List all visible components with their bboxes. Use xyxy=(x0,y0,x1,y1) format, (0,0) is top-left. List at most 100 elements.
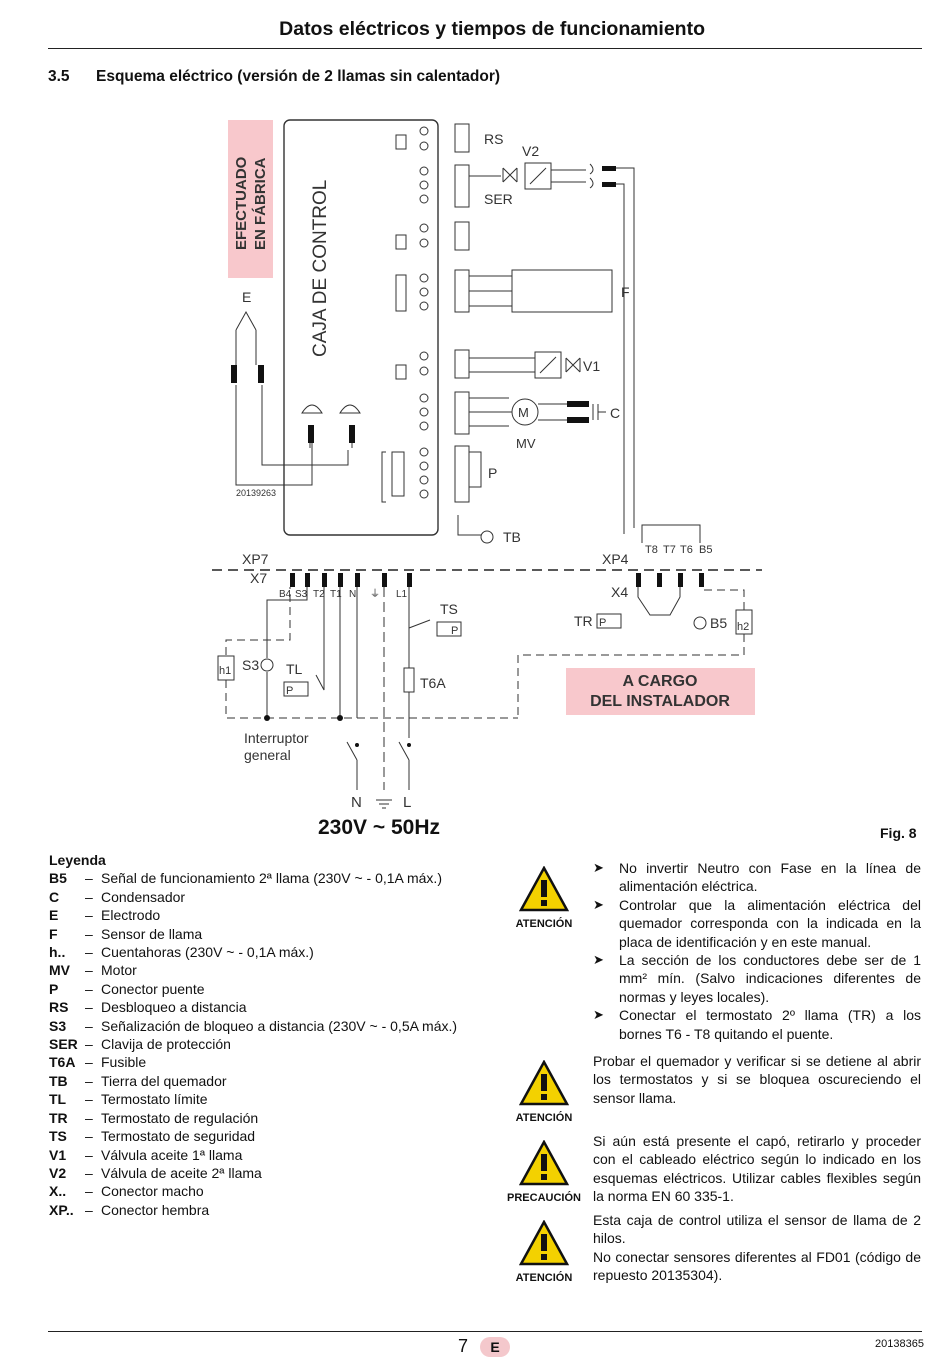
legend-item: XP..–Conector hembra xyxy=(49,1201,501,1219)
note-bullet: ➤ La sección de los conductores debe ser … xyxy=(593,951,921,1006)
legend-desc: Electrodo xyxy=(101,907,161,924)
page-number: 7 xyxy=(458,1336,469,1356)
legend-dash: – xyxy=(85,1164,93,1181)
legend-code: TB xyxy=(49,1072,68,1089)
arrow-bullet-icon: ➤ xyxy=(593,896,604,912)
legend-dash: – xyxy=(85,1109,93,1126)
legend-dash: – xyxy=(85,1183,93,1200)
label-E: E xyxy=(242,289,251,305)
language-badge: E xyxy=(480,1337,510,1357)
pin-S3: S3 xyxy=(295,589,308,600)
legend-code: C xyxy=(49,888,60,905)
legend-dash: – xyxy=(85,925,93,942)
label-B5: B5 xyxy=(710,615,727,631)
legend-item: E–Electrodo xyxy=(49,906,501,924)
note-text: Controlar que la alimentación eléctrica … xyxy=(619,896,921,950)
legend-code: F xyxy=(49,925,58,942)
legend-desc: Conector hembra xyxy=(101,1201,210,1218)
legend-item: RS–Desbloqueo a distancia xyxy=(49,998,501,1016)
legend-code: P xyxy=(49,980,59,997)
label-h2: h2 xyxy=(737,621,749,633)
supply-voltage: 230V ~ 50Hz xyxy=(318,816,440,839)
control-box xyxy=(283,119,439,536)
legend-dash: – xyxy=(85,1146,93,1163)
legend-dash: – xyxy=(85,999,93,1016)
note-text: La sección de los conductores debe ser d… xyxy=(619,952,921,1005)
label-h1: h1 xyxy=(219,665,231,677)
label-MV: MV xyxy=(516,436,536,451)
label-M: M xyxy=(518,405,529,420)
legend-desc: Condensador xyxy=(101,888,186,905)
legend-dash: – xyxy=(85,888,93,905)
note-text: No invertir Neutro con Fase en la línea … xyxy=(619,860,921,895)
installer-label-line1: A CARGO xyxy=(623,673,698,690)
legend-item: B5–Señal de funcionamiento 2ª llama (230… xyxy=(49,869,501,887)
legend-dash: – xyxy=(85,962,93,979)
legend-desc: Fusible xyxy=(101,1054,147,1071)
legend-desc: Señalización de bloqueo a distancia (230… xyxy=(101,1017,458,1034)
label-V1: V1 xyxy=(583,358,600,374)
factory-label-line1: EFECTUADO xyxy=(233,156,250,250)
note-test-paragraph: Probar el quemador y verificar si se det… xyxy=(593,1053,921,1106)
label-XP7: XP7 xyxy=(242,551,269,567)
warning-label: ATENCIÓN xyxy=(515,1112,573,1124)
legend-desc: Conector macho xyxy=(101,1183,204,1200)
note-sensor-paragraph: Esta caja de control utiliza el sensor d… xyxy=(593,1211,921,1285)
legend-item: TR–Termostato de regulación xyxy=(49,1109,501,1127)
pin-B5: B5 xyxy=(699,544,712,556)
legend-desc: Motor xyxy=(101,962,137,979)
label-X4: X4 xyxy=(611,584,628,600)
note-bullet: ➤Conectar el termostato 2º llama (TR) a … xyxy=(593,1006,921,1043)
pin-earth: ⏚ xyxy=(370,588,380,600)
legend-code: B5 xyxy=(49,870,67,887)
note-sensor-line2: No conectar sensores diferentes al FD01 … xyxy=(593,1248,921,1284)
legend-desc: Clavija de protección xyxy=(101,1036,231,1053)
installer-label-bg xyxy=(566,668,755,715)
warning-triangle-icon xyxy=(518,1059,570,1106)
legend-code: XP.. xyxy=(49,1201,74,1218)
label-RS: RS xyxy=(484,131,503,147)
pin-N: N xyxy=(349,589,356,600)
legend-code: S3 xyxy=(49,1017,67,1034)
legend-item: SER–Clavija de protección xyxy=(49,1035,501,1053)
legend-code: RS xyxy=(49,999,69,1016)
warning-label: ATENCIÓN xyxy=(515,918,573,930)
legend-title: Leyenda xyxy=(49,852,106,868)
legend-item: P–Conector puente xyxy=(49,980,501,998)
legend-item: V1–Válvula aceite 1ª llama xyxy=(49,1146,501,1164)
notes-bullets: ➤ No invertir Neutro con Fase en la línea… xyxy=(593,859,921,1043)
figure-label: Fig. 8 xyxy=(880,825,917,841)
label-C: C xyxy=(610,405,620,421)
legend-item: V2–Válvula de aceite 2ª llama xyxy=(49,1164,501,1182)
legend-code: SER xyxy=(49,1036,78,1053)
warning-triangle-icon xyxy=(518,865,570,912)
pin-T2: T2 xyxy=(313,589,325,600)
warning-label: PRECAUCIÓN xyxy=(507,1192,581,1204)
wiring-diagram: EFECTUADO EN FÁBRICA CAJA DE CONTROL RS … xyxy=(212,119,762,839)
legend-code: TL xyxy=(49,1091,67,1108)
legend-code: TR xyxy=(49,1109,68,1126)
legend-dash: – xyxy=(85,1091,93,1108)
warning-attention-3: ATENCIÓN xyxy=(505,1219,583,1284)
pin-T7: T7 xyxy=(663,544,676,556)
legend-code: V1 xyxy=(49,1146,67,1163)
legend-dash: – xyxy=(85,1054,93,1071)
footer-rule xyxy=(48,1331,922,1332)
label-S3: S3 xyxy=(242,657,259,673)
legend-item: h..–Cuentahoras (230V ~ - 0,1A máx.) xyxy=(49,943,501,961)
label-TL: TL xyxy=(286,661,303,677)
note-bullet: ➤ Controlar que la alimentación eléctrica… xyxy=(593,896,921,951)
legend-dash: – xyxy=(85,980,93,997)
label-P-ts: P xyxy=(451,625,458,637)
warning-label: ATENCIÓN xyxy=(515,1272,573,1284)
legend-code: T6A xyxy=(49,1054,76,1071)
document-number: 20138365 xyxy=(875,1338,924,1350)
legend-desc: Señal de funcionamiento 2ª llama (230V ~… xyxy=(101,870,442,887)
arrow-bullet-icon: ➤ xyxy=(593,952,604,968)
arrow-bullet-icon: ➤ xyxy=(593,860,604,875)
section-number: 3.5 xyxy=(48,68,70,85)
legend-desc: Sensor de llama xyxy=(101,925,203,942)
note-sensor-line1: Esta caja de control utiliza el sensor d… xyxy=(593,1212,921,1247)
pin-T1: T1 xyxy=(330,589,342,600)
